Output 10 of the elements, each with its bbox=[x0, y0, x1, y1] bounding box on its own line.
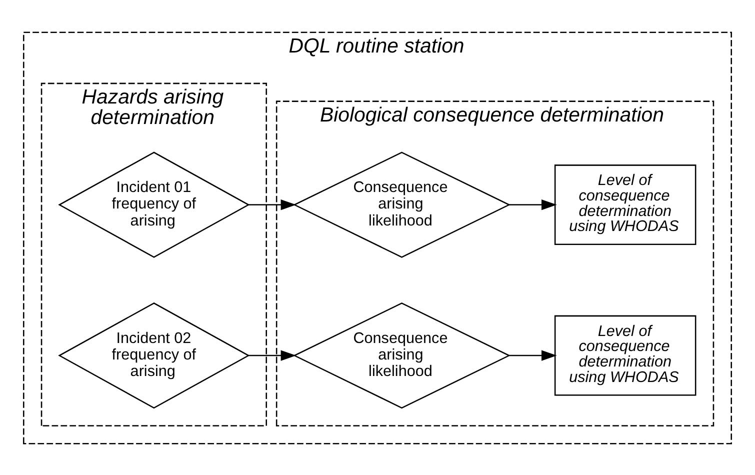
arrow bbox=[248, 198, 296, 210]
node-diamond: Consequence arising likelihood bbox=[293, 302, 511, 408]
arrow bbox=[248, 350, 296, 360]
node-diamond: Incident 02 frequency of arising bbox=[58, 302, 250, 408]
arrow bbox=[509, 350, 557, 360]
node-diamond: Consequence arising likelihood bbox=[293, 151, 511, 258]
node-diamond: Incident 01 frequency of arising bbox=[58, 151, 250, 258]
node-box: Level of consequence determination using WHODAS bbox=[554, 314, 696, 396]
node-box: Level of consequence determination using WHODAS bbox=[554, 164, 696, 245]
arrow bbox=[509, 198, 557, 210]
